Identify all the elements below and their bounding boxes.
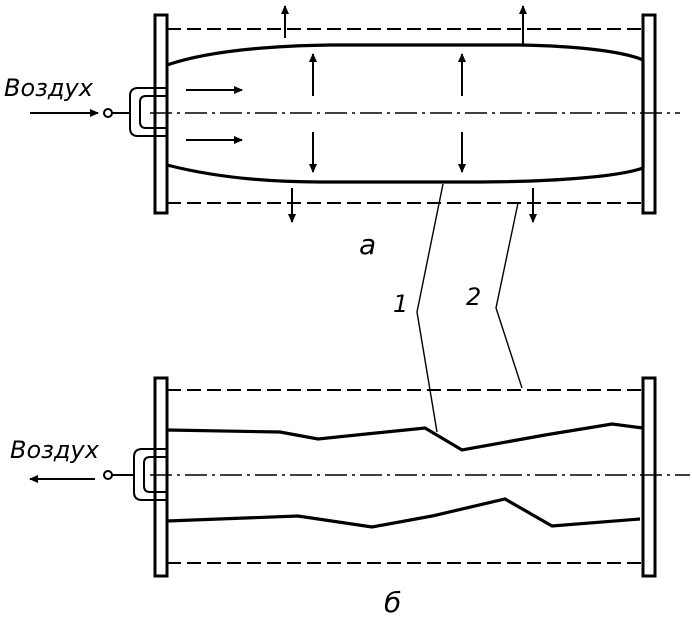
right-flange-b bbox=[641, 376, 657, 578]
air-outlet-label: Воздух bbox=[10, 436, 100, 464]
inflated-bag-outline bbox=[166, 43, 645, 184]
air-valve-b bbox=[103, 448, 167, 501]
callout-2-label: 2 bbox=[466, 283, 481, 311]
collapsed-bag-top bbox=[166, 422, 644, 452]
collapsed-bag-bottom bbox=[166, 497, 641, 529]
air-valve-a bbox=[103, 87, 167, 137]
left-flange-b bbox=[153, 376, 169, 578]
diagram-a: Воздух а bbox=[4, 5, 680, 261]
callouts: 1 2 bbox=[393, 183, 523, 433]
callout-2-leader bbox=[495, 202, 523, 389]
air-inlet-label: Воздух bbox=[4, 74, 94, 102]
callout-1-leader bbox=[416, 183, 444, 433]
diagram-b: Воздух б bbox=[10, 376, 690, 619]
caption-b: б bbox=[384, 586, 401, 619]
caption-a: а bbox=[359, 228, 376, 261]
left-flange-a bbox=[153, 13, 169, 215]
callout-1-label: 1 bbox=[393, 290, 408, 318]
right-flange-a bbox=[641, 13, 657, 215]
